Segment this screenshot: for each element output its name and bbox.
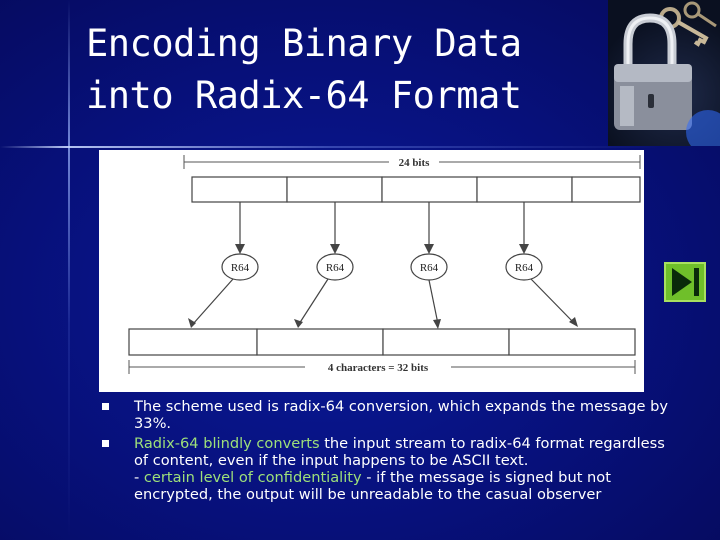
input-arrowheads xyxy=(235,244,529,254)
r64-label-4: R64 xyxy=(515,262,534,274)
title-line-1: Encoding Binary Data xyxy=(86,22,522,65)
padlock-shackle xyxy=(623,13,677,70)
next-slide-button[interactable] xyxy=(664,262,706,302)
bullet-text-2a: the input stream to radix-64 format rega… xyxy=(134,435,665,469)
bullet-highlight-2: certain level of confidentiality xyxy=(143,469,362,486)
output-arrows xyxy=(192,278,576,325)
bullet-dash: - xyxy=(134,469,144,486)
slide-title: Encoding Binary Data into Radix-64 Forma… xyxy=(86,18,606,122)
bullet-highlight-1: Radix-64 blindly converts xyxy=(134,435,320,452)
radix64-diagram: 24 bits R64 R64 xyxy=(99,150,644,392)
decorative-horizontal-line xyxy=(0,146,660,148)
bullet-item-2: Radix-64 blindly converts the input stre… xyxy=(100,435,675,503)
padlock-keys-image xyxy=(608,0,720,146)
top-bits-label: 24 bits xyxy=(399,157,431,169)
bullet-text-2b: - if the message is signed but not encry… xyxy=(134,469,611,503)
bullet-text-1: The scheme used is radix-64 conversion, … xyxy=(134,398,668,432)
bullet-list: The scheme used is radix-64 conversion, … xyxy=(100,398,675,503)
bullet-item-1: The scheme used is radix-64 conversion, … xyxy=(100,398,675,432)
bottom-chars-label: 4 characters = 32 bits xyxy=(328,362,429,374)
input-arrows xyxy=(239,202,525,248)
decorative-vertical-line xyxy=(68,0,70,540)
output-characters xyxy=(128,328,636,356)
output-arrowheads xyxy=(188,317,578,329)
r64-label-2: R64 xyxy=(326,262,345,274)
input-bit-groups xyxy=(191,176,641,203)
r64-label-1: R64 xyxy=(231,262,250,274)
r64-label-3: R64 xyxy=(420,262,439,274)
title-line-2: into Radix-64 Format xyxy=(86,74,522,117)
bullet-square-icon xyxy=(102,440,109,447)
next-slide-icon xyxy=(672,268,699,296)
bullet-square-icon xyxy=(102,403,109,410)
r64-converters xyxy=(221,253,543,281)
